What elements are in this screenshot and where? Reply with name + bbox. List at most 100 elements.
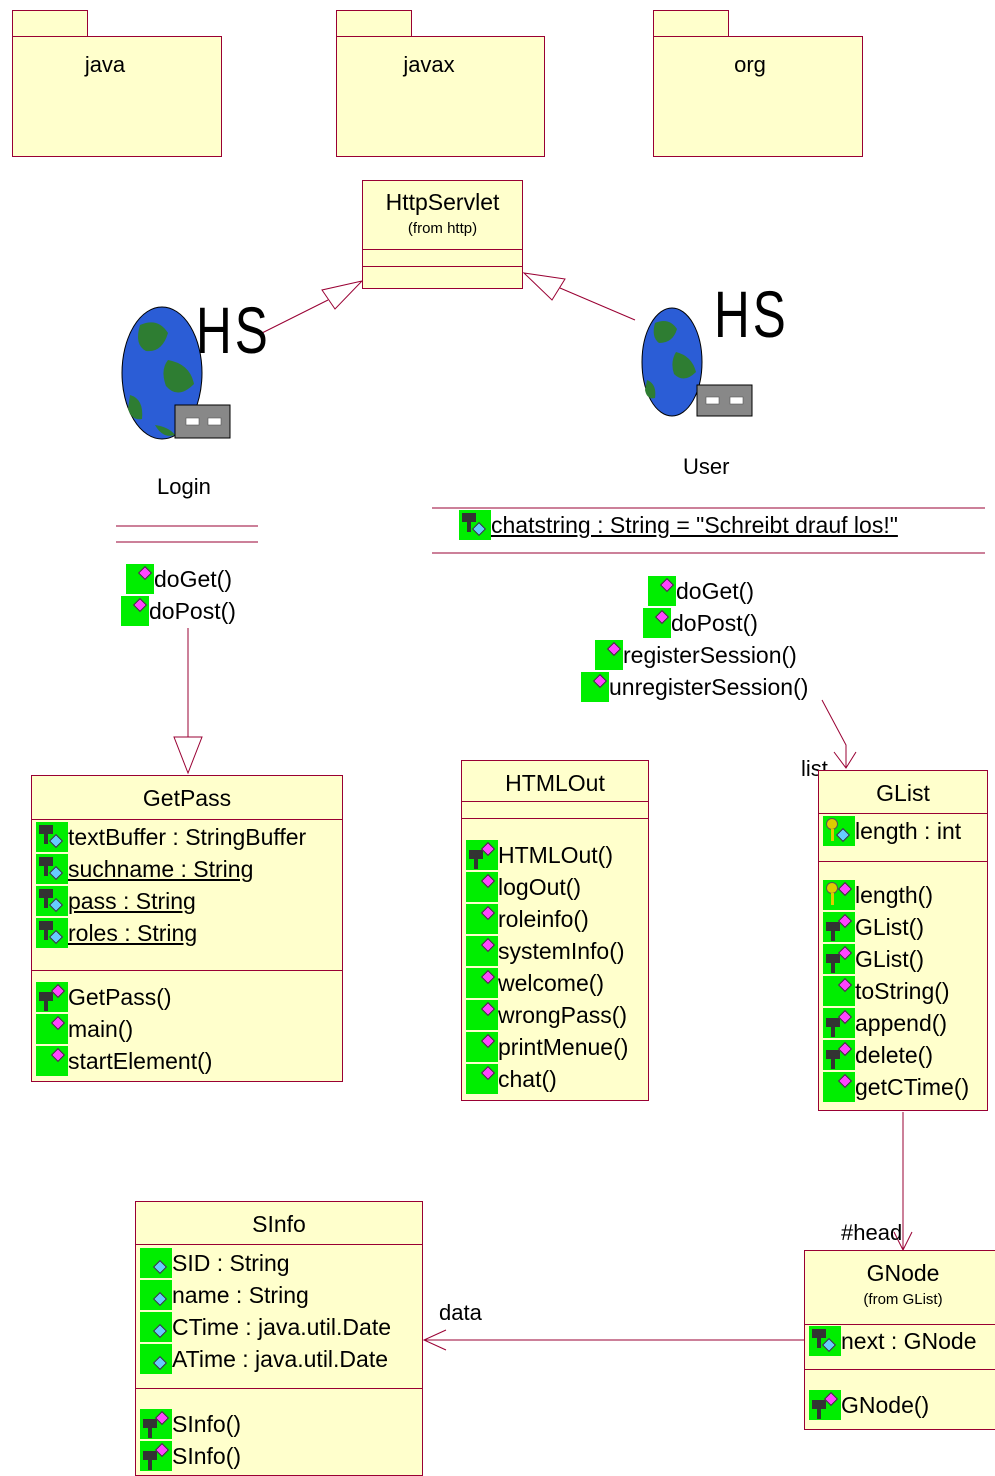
attribute-row: length : int: [823, 815, 961, 847]
class-origin: (from http): [407, 220, 478, 237]
operation-protected-icon: [823, 1008, 855, 1038]
attribute-row: name : String: [140, 1279, 309, 1311]
login-class-name: Login: [157, 474, 211, 499]
operation-row: SInfo(): [140, 1440, 241, 1472]
operation-row: length(): [823, 879, 933, 911]
attribute-public-icon: [140, 1344, 172, 1374]
operation-public-icon: [466, 904, 498, 934]
operation-public-icon: [466, 1064, 498, 1094]
operation-protected-icon: [823, 912, 855, 942]
class-origin: (from GList): [863, 1291, 943, 1308]
operation-protected-icon: [466, 840, 498, 870]
operation-row: startElement(): [36, 1045, 212, 1077]
operation-row: printMenue(): [466, 1031, 628, 1063]
user-class-name: User: [683, 454, 730, 479]
class-name: HTMLOut: [505, 770, 605, 796]
attribute-public-icon: [140, 1312, 172, 1342]
class-getpass[interactable]: GetPass textBuffer : StringBuffer suchna…: [31, 775, 343, 1082]
class-gnode[interactable]: GNode (from GList) next : GNode GNode(): [804, 1250, 995, 1430]
operation-row: HTMLOut(): [466, 839, 613, 871]
attribute-protected-icon: [36, 918, 68, 948]
operation-row: roleinfo(): [466, 903, 589, 935]
operation-public-icon: [466, 1032, 498, 1062]
user-op-row: doPost(): [643, 607, 758, 639]
user-generalization-arrowhead: [522, 272, 566, 301]
package-label: org: [734, 52, 766, 77]
operation-row: GNode(): [809, 1389, 929, 1421]
operation-row: getCTime(): [823, 1071, 969, 1103]
login-op-row: doPost(): [121, 595, 236, 627]
operation-protected-icon: [809, 1390, 841, 1420]
operation-public-icon: [121, 596, 149, 626]
class-htmlout[interactable]: HTMLOut HTMLOut() logOut() roleinfo() sy…: [461, 760, 649, 1101]
attribute-row: pass : String: [36, 885, 196, 917]
class-glist[interactable]: GList length : int length() GList() GLis…: [818, 770, 988, 1111]
operation-private-icon: [823, 880, 855, 910]
operation-public-icon: [648, 576, 676, 606]
class-sinfo[interactable]: SInfo SID : String name : String CTime :…: [135, 1201, 423, 1476]
role-label-head: #head: [841, 1220, 903, 1245]
package-label: javax: [403, 52, 455, 77]
operation-public-icon: [466, 968, 498, 998]
operation-protected-icon: [140, 1409, 172, 1439]
attribute-public-icon: [140, 1248, 172, 1278]
attribute-row: CTime : java.util.Date: [140, 1311, 391, 1343]
user-op-row: doGet(): [648, 575, 754, 607]
user-op-row: unregisterSession(): [581, 671, 808, 703]
login-stereotype-label: HS: [196, 293, 271, 367]
operation-protected-icon: [823, 944, 855, 974]
operation-public-icon: [643, 608, 671, 638]
user-globe-icon: [641, 307, 753, 417]
operation-public-icon: [823, 1072, 855, 1102]
operation-row: GList(): [823, 911, 924, 943]
operation-public-icon: [126, 564, 154, 594]
attribute-protected-icon: [36, 854, 68, 884]
user-glist-arrowhead: [833, 751, 857, 769]
operation-row: chat(): [466, 1063, 557, 1095]
operation-row: main(): [36, 1013, 133, 1045]
operation-row: wrongPass(): [466, 999, 627, 1031]
class-httpservlet[interactable]: HttpServlet (from http): [362, 180, 523, 289]
operation-row: delete(): [823, 1039, 933, 1071]
attribute-row: textBuffer : StringBuffer: [36, 821, 306, 853]
login-generalization-arrowhead: [321, 280, 364, 310]
operation-public-icon: [595, 640, 623, 670]
operation-row: logOut(): [466, 871, 581, 903]
login-getpass-arrowhead: [173, 736, 203, 775]
attribute-protected-icon: [809, 1326, 841, 1356]
operation-public-icon: [36, 1046, 68, 1076]
attribute-protected-static-icon: [459, 510, 491, 540]
gnode-sinfo-arrowhead: [422, 1329, 447, 1351]
role-label-data: data: [439, 1300, 482, 1325]
attribute-private-icon: [823, 816, 855, 846]
user-stereotype-label: HS: [714, 277, 789, 351]
attribute-protected-icon: [36, 822, 68, 852]
operation-public-icon: [466, 872, 498, 902]
operation-row: GList(): [823, 943, 924, 975]
class-name: GetPass: [142, 785, 232, 811]
operation-protected-icon: [36, 982, 68, 1012]
user-glist-line: [821, 699, 847, 768]
login-op-row: doGet(): [126, 563, 232, 595]
login-generalization-line: [261, 299, 329, 334]
attribute-row: ATime : java.util.Date: [140, 1343, 388, 1375]
operation-protected-icon: [140, 1441, 172, 1471]
user-attribute-row: chatstring : String = "Schreibt drauf lo…: [459, 509, 898, 541]
user-generalization-line: [559, 287, 636, 321]
class-name: HttpServlet: [385, 189, 500, 215]
attribute-row: next : GNode: [809, 1325, 977, 1357]
attribute-public-icon: [140, 1280, 172, 1310]
attribute-row: roles : String: [36, 917, 197, 949]
operation-public-icon: [581, 672, 609, 702]
class-name: GNode: [866, 1260, 940, 1286]
operation-row: GetPass(): [36, 981, 172, 1013]
user-op-row: registerSession(): [595, 639, 797, 671]
operation-public-icon: [823, 976, 855, 1006]
operation-row: toString(): [823, 975, 950, 1007]
operation-row: systemInfo(): [466, 935, 625, 967]
attribute-row: suchname : String: [36, 853, 253, 885]
operation-row: append(): [823, 1007, 947, 1039]
operation-row: SInfo(): [140, 1408, 241, 1440]
